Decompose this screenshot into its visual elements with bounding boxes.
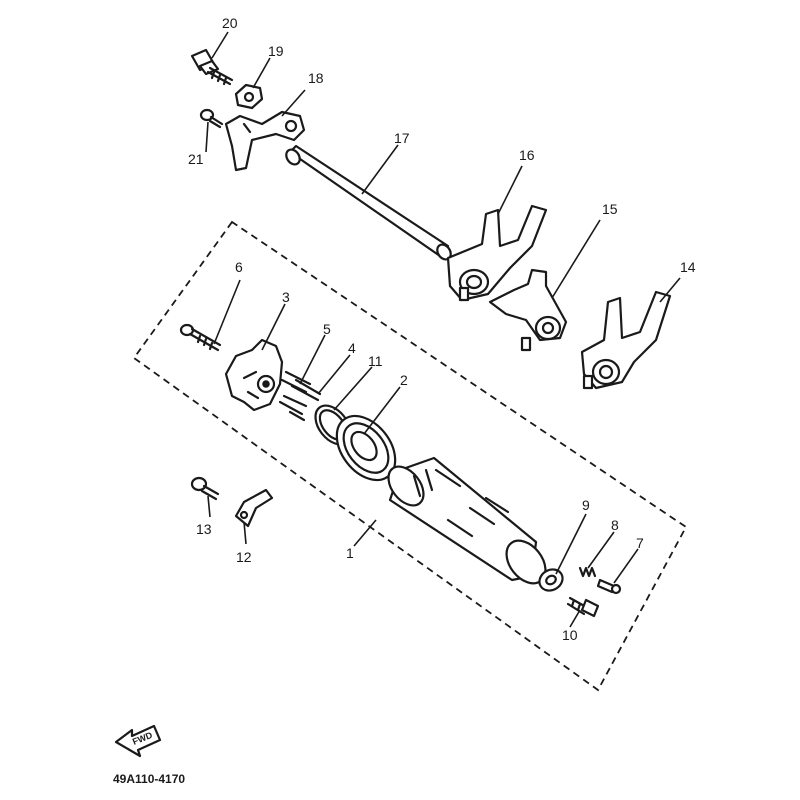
part-3-segment-plate[interactable] [224,338,284,412]
callout-17: 17 [394,130,410,146]
callout-3: 3 [282,289,290,305]
part-6-bolt[interactable] [179,323,222,352]
part-16-shift-fork[interactable] [446,204,548,302]
part-19-nut[interactable] [234,83,264,110]
part-20-bolt[interactable] [190,48,234,86]
callout-2: 2 [400,372,408,388]
callout-20: 20 [222,15,238,31]
callout-4: 4 [348,340,356,356]
assembly-boundary [132,220,688,692]
part-21-screw[interactable] [199,108,224,129]
part-5-pins[interactable] [278,370,312,422]
callout-1: 1 [346,545,354,561]
part-9-washer[interactable] [536,565,567,594]
leader-lines [205,31,681,628]
part-7-plunger[interactable] [596,578,622,595]
callout-5: 5 [323,321,331,337]
callout-6: 6 [235,259,243,275]
part-15-shift-fork[interactable] [488,268,568,352]
callout-9: 9 [582,497,590,513]
callout-16: 16 [519,147,535,163]
callout-13: 13 [196,521,212,537]
callout-15: 15 [602,201,618,217]
callout-19: 19 [268,43,284,59]
part-8-spring[interactable] [578,566,597,578]
callout-11: 11 [368,353,383,369]
part-12-stopper-lever[interactable] [234,488,274,528]
part-18-bracket[interactable] [224,110,306,172]
part-10-bolt[interactable] [566,596,600,618]
part-14-shift-fork[interactable] [580,290,672,390]
callout-8: 8 [611,517,619,533]
part-1-shift-drum[interactable] [381,456,553,591]
callout-14: 14 [680,259,696,275]
callout-18: 18 [308,70,324,86]
part-2-bearing[interactable] [325,405,407,491]
callout-12: 12 [236,549,252,565]
part-code: 49A110-4170 [113,772,185,786]
callout-10: 10 [562,627,578,643]
callout-7: 7 [636,535,644,551]
part-17-shaft[interactable] [283,144,453,262]
part-13-screw[interactable] [190,476,220,501]
callout-21: 21 [188,151,204,167]
forward-arrow-icon: FWD [114,724,162,758]
callout-numbers: 20 19 18 21 17 16 15 14 6 3 5 4 11 2 1 9… [188,15,696,643]
